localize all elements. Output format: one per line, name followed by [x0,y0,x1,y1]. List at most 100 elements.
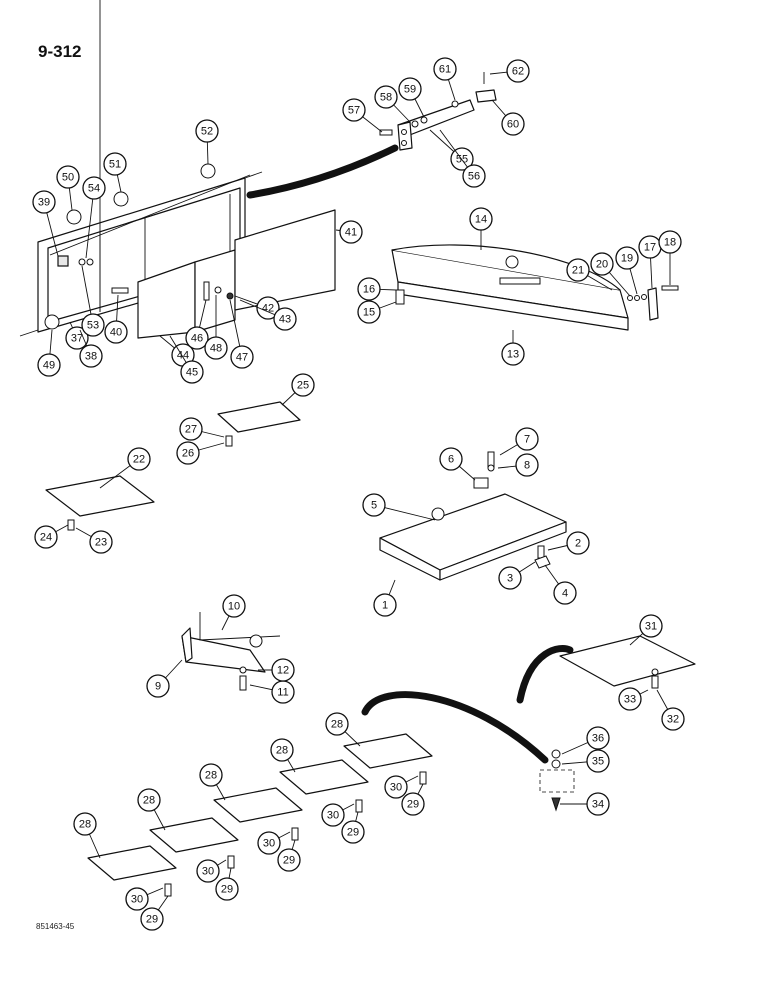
callout-bubble [196,859,220,883]
callout-label: 29 [221,884,233,896]
callout-49: 49 [37,329,61,377]
callout-label: 57 [348,105,360,117]
callout-label: 61 [439,64,451,76]
callout-45: 45 [169,335,204,384]
callout-16: 16 [357,277,397,301]
callout-label: 58 [380,92,392,104]
callout-46: 46 [185,299,209,350]
callout-30d: 30 [321,803,355,827]
callout-bubble [339,220,363,244]
callout-bubble [661,707,685,731]
callout-label: 38 [85,351,97,363]
callout-bubble [273,307,297,331]
callout-label: 59 [404,84,416,96]
callout-label: 13 [507,349,519,361]
callout-label: 35 [592,756,604,768]
callout-label: 56 [468,171,480,183]
callout-label: 15 [363,307,375,319]
callout-label: 21 [572,265,584,277]
callout-label: 30 [390,782,402,794]
callout-label: 3 [507,573,513,585]
callout-17: 17 [638,235,662,289]
callout-label: 34 [592,799,604,811]
callout-bubble [469,207,493,231]
callout-label: 28 [276,745,288,757]
callout-47: 47 [229,299,254,369]
callout-9: 9 [146,659,183,698]
callout-label: 27 [185,424,197,436]
callout-label: 32 [667,714,679,726]
callout-28a: 28 [73,812,101,859]
callout-bubble [462,164,486,188]
callout-label: 50 [62,172,74,184]
callout-28b: 28 [137,788,166,831]
callout-label: 17 [644,242,656,254]
callout-label: 28 [331,719,343,731]
callout-28c: 28 [199,763,226,801]
callout-2: 2 [547,531,590,555]
callout-bubble [586,749,610,773]
callout-label: 52 [201,126,213,138]
callout-bubble [127,447,151,471]
callout-bubble [89,530,113,554]
callout-bubble [342,98,366,122]
callout-bubble [401,792,425,816]
callout-51: 51 [103,152,127,193]
callout-label: 49 [43,360,55,372]
callout-bubble [501,112,525,136]
callout-bubble [73,812,97,836]
callout-bubble [176,441,200,465]
callout-14: 14 [469,207,493,250]
callout-20: 20 [590,252,631,297]
callout-bubble [79,344,103,368]
callout-48: 48 [204,295,228,360]
callout-label: 54 [88,183,100,195]
callout-bubble [515,427,539,451]
callout-43: 43 [239,299,297,331]
callout-label: 60 [507,119,519,131]
callout-bubble [82,176,106,200]
callout-label: 53 [87,320,99,332]
callout-label: 48 [210,343,222,355]
cover-plate-22 [45,475,155,531]
callout-label: 11 [277,687,288,699]
callout-30c: 30 [257,831,291,855]
callout-label: 30 [327,810,339,822]
callout-bubble [291,373,315,397]
callout-22: 22 [99,447,151,489]
callout-bubble [498,566,522,590]
callout-label: 33 [624,694,636,706]
callout-bubble [215,877,239,901]
callout-label: 51 [109,159,121,171]
callout-55: 55 [429,129,474,171]
callout-35: 35 [561,749,610,773]
callout-label: 28 [79,819,91,831]
callout-label: 30 [131,894,143,906]
callout-label: 1 [382,600,388,612]
callout-bubble [199,763,223,787]
callout-bubble [65,326,89,350]
drawing-number: 851463-45 [36,922,75,931]
callout-38: 38 [79,329,103,368]
callout-19: 19 [615,246,639,295]
callout-12: 12 [258,658,295,682]
callout-30e: 30 [384,775,419,799]
callout-29d: 29 [341,811,365,844]
callout-bubble [618,687,642,711]
callout-bubble [341,820,365,844]
callout-15: 15 [357,300,397,324]
callout-label: 30 [263,838,275,850]
callout-bubble [185,326,209,350]
callout-label: 43 [279,314,291,326]
callout-label: 12 [277,665,289,677]
connector-arc-panels [361,691,549,764]
callout-bubble [56,165,80,189]
callout-bubble [362,493,386,517]
window-frame-assembly [19,0,263,337]
callout-56: 56 [439,129,486,188]
callout-29a: 29 [140,895,169,931]
callout-label: 39 [38,197,50,209]
callout-42: 42 [234,295,280,320]
callout-bubble [398,77,422,101]
